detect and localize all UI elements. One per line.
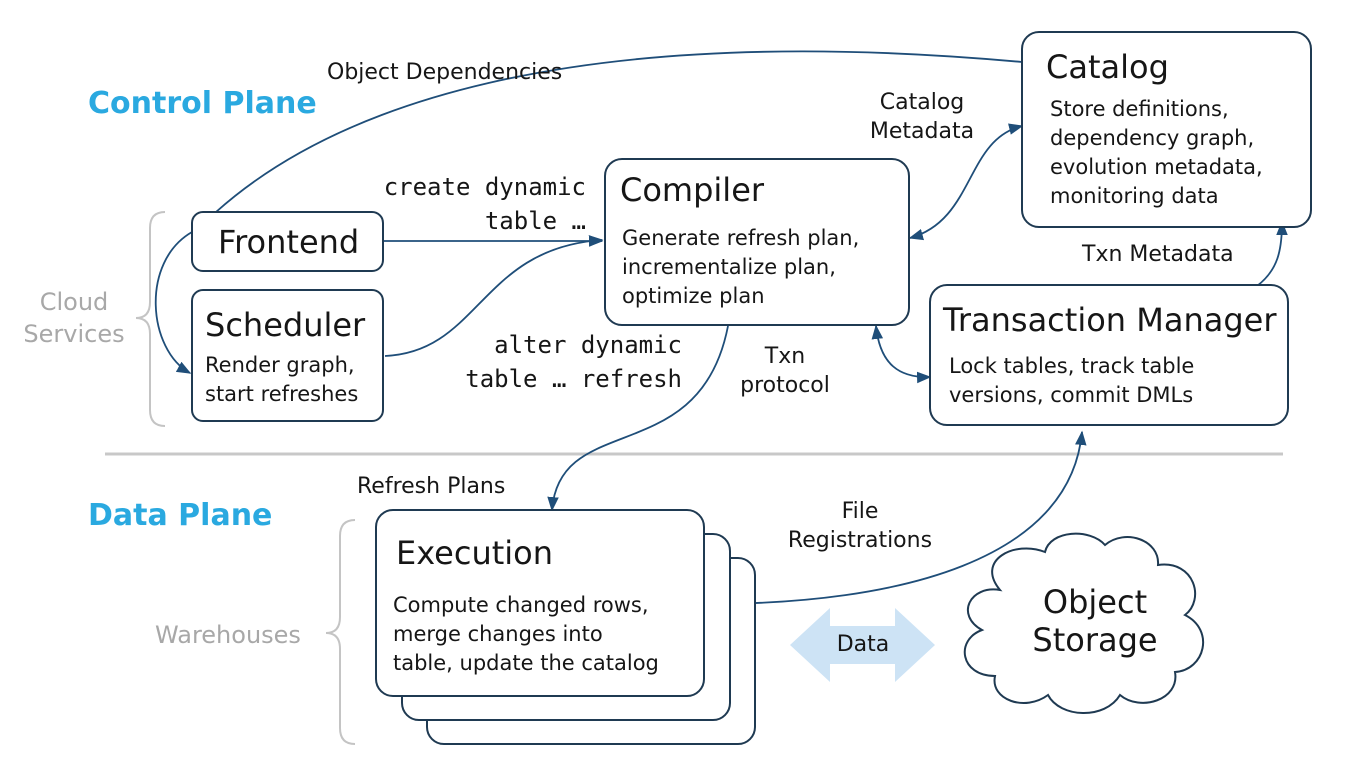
- catalog-title: Catalog: [1046, 48, 1169, 86]
- data-arrow-label: Data: [836, 632, 890, 657]
- execution-box[interactable]: Execution Compute changed rows, merge ch…: [375, 509, 705, 697]
- cloud-services-label: Cloud Services: [23, 288, 125, 348]
- catalog-description: Store definitions, dependency graph, evo…: [1050, 97, 1263, 208]
- scheduler-box[interactable]: Scheduler Render graph, start refreshes: [191, 289, 384, 422]
- object-dependencies-edge: [215, 50, 1023, 213]
- compiler-description: Generate refresh plan, incrementalize pl…: [622, 226, 860, 308]
- compiler-title: Compiler: [620, 171, 765, 209]
- txn-metadata-label: Txn Metadata: [1082, 242, 1234, 267]
- compiler-txn-edge: [871, 324, 932, 384]
- object-dependencies-label: Object Dependencies: [327, 60, 563, 85]
- transaction-manager-description: Lock tables, track table versions, commi…: [949, 354, 1195, 407]
- control-plane-title: Control Plane: [88, 86, 317, 121]
- scheduler-title: Scheduler: [205, 306, 366, 344]
- data-double-arrow: [790, 608, 935, 682]
- object-storage-cloud: [963, 532, 1204, 714]
- alter-dynamic-table-label: alter dynamic table … refresh: [465, 331, 682, 393]
- warehouses-label: Warehouses: [155, 621, 301, 649]
- compiler-to-execution-edge: [547, 325, 729, 512]
- catalog-box[interactable]: Catalog Store definitions, dependency gr…: [1021, 31, 1312, 228]
- execution-title: Execution: [396, 534, 554, 572]
- refresh-plans-label: Refresh Plans: [357, 474, 506, 499]
- warehouses-brace: [325, 519, 356, 745]
- object-storage-title: Object Storage: [1032, 583, 1158, 659]
- transaction-manager-box[interactable]: Transaction Manager Lock tables, track t…: [929, 284, 1289, 426]
- transaction-manager-title: Transaction Manager: [943, 301, 1277, 339]
- compiler-catalog-edge: [908, 123, 1024, 241]
- compiler-box[interactable]: Compiler Generate refresh plan, incremen…: [604, 158, 910, 326]
- data-plane-title: Data Plane: [88, 498, 273, 533]
- catalog-metadata-label: Catalog Metadata: [869, 90, 975, 144]
- frontend-title: Frontend: [218, 223, 360, 261]
- cloud-services-brace: [135, 211, 166, 427]
- execution-description: Compute changed rows, merge changes into…: [393, 593, 659, 675]
- txn-to-catalog-edge: [1256, 220, 1288, 287]
- frontend-to-scheduler-edge: [154, 231, 193, 374]
- execution-to-txn-edge: [706, 430, 1087, 605]
- file-registrations-label: File Registrations: [787, 499, 933, 553]
- create-dynamic-table-label: create dynamic table …: [383, 173, 586, 235]
- scheduler-to-compiler-edge: [384, 235, 604, 357]
- frontend-box[interactable]: Frontend: [191, 211, 384, 272]
- txn-protocol-label: Txn protocol: [740, 344, 830, 398]
- scheduler-description: Render graph, start refreshes: [205, 353, 359, 406]
